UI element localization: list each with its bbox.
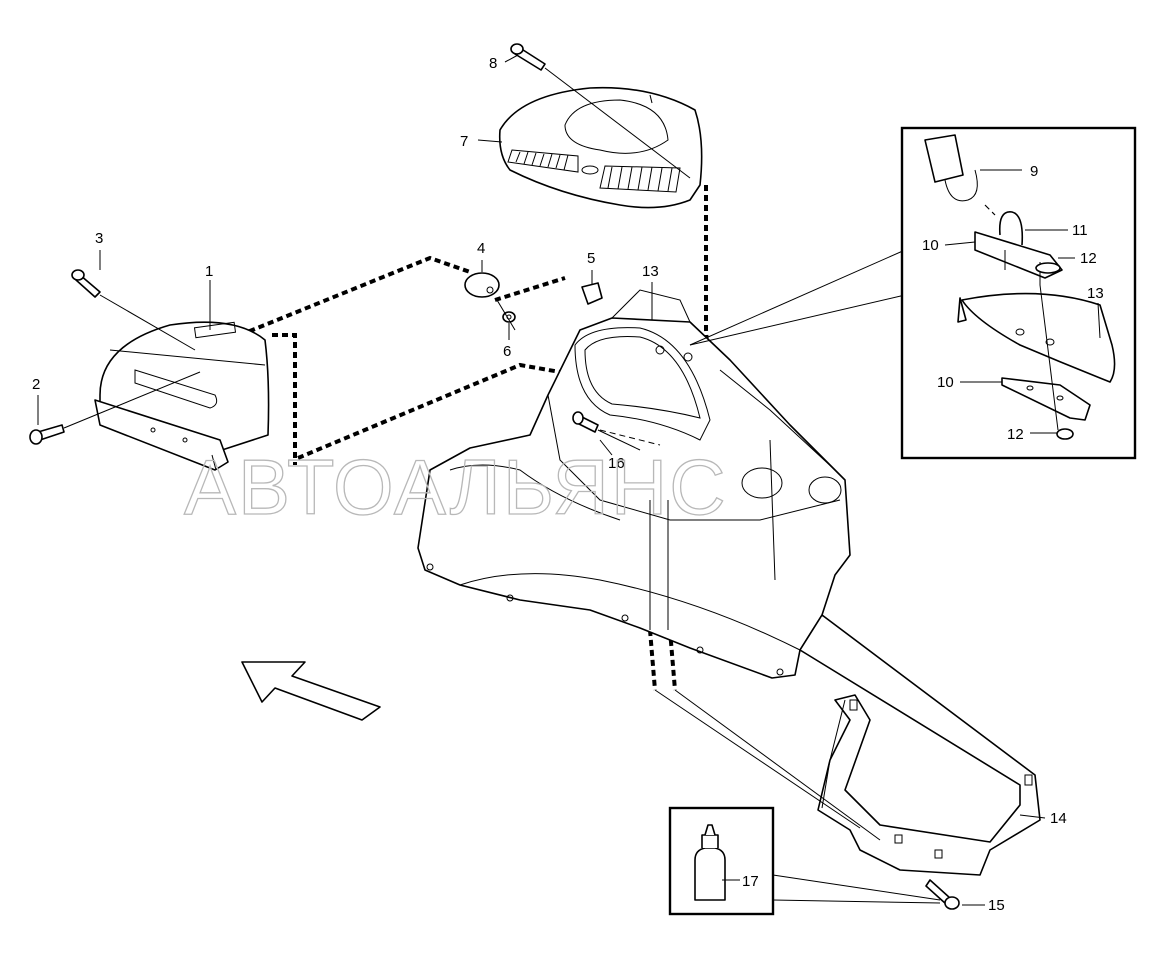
callout-13-main: 13: [642, 263, 659, 280]
callout-8: 8: [489, 55, 497, 72]
callout-1: 1: [205, 263, 213, 280]
callout-13-detail: 13: [1087, 285, 1104, 302]
callout-16: 16: [608, 455, 625, 472]
callout-9: 9: [1030, 163, 1038, 180]
callout-7: 7: [460, 133, 468, 150]
callout-11: 11: [1072, 222, 1088, 239]
latch-detail-box: [689, 126, 1137, 460]
rear-bracket: [654, 614, 1041, 876]
callout-10-upper: 10: [922, 237, 939, 254]
sealant-detail-box: [668, 806, 941, 916]
watermark: АВТОАЛЬЯНС: [184, 443, 728, 531]
clip-4: [464, 272, 500, 298]
callout-15: 15: [988, 897, 1005, 914]
callout-14: 14: [1050, 810, 1067, 827]
callout-12-upper: 12: [1080, 250, 1097, 267]
callout-5: 5: [587, 250, 595, 267]
bolt-3: [71, 269, 196, 351]
nut-5: [581, 282, 603, 305]
grommet-6: [496, 299, 516, 331]
bolt-15: [925, 879, 960, 910]
callout-12-lower: 12: [1007, 426, 1024, 443]
top-cover: [498, 86, 703, 209]
callout-leaders: [37, 54, 1101, 906]
assembly-lines: [239, 185, 714, 691]
bolt-2: [29, 371, 201, 445]
forward-direction-arrow: [241, 661, 381, 721]
callout-6: 6: [503, 343, 511, 360]
pin-16: [572, 411, 661, 451]
callout-3: 3: [95, 230, 103, 247]
callout-labels: 1 2 3 4 5 6 7 8 9 10 10 11 12 12 13 13 1…: [32, 55, 1104, 914]
left-cover: [94, 321, 270, 471]
bolt-8: [510, 43, 691, 179]
callout-10-lower: 10: [937, 374, 954, 391]
console-housing: [417, 289, 851, 679]
callout-2: 2: [32, 376, 40, 393]
callout-4: 4: [477, 240, 485, 257]
callout-17: 17: [742, 873, 759, 890]
